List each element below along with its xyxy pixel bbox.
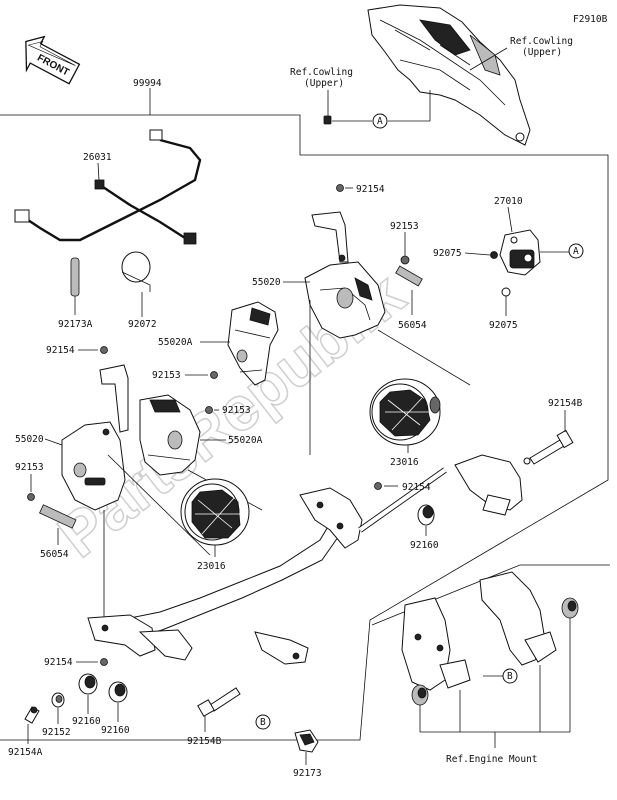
- callout-b-right-label: B: [507, 671, 513, 682]
- part-56054-left: 56054: [40, 549, 69, 560]
- switch-27010: [499, 229, 541, 276]
- part-92153-mid: 92153: [152, 370, 181, 381]
- cowling-upper: [367, 4, 531, 146]
- callout-b-right: [502, 668, 518, 684]
- housing-55020-top: [304, 261, 386, 339]
- part-92160-b: 92160: [101, 725, 130, 736]
- part-92154-bottom: 92154: [44, 657, 73, 668]
- wiring-harness: [14, 129, 202, 245]
- part-92154-top: 92154: [356, 184, 385, 195]
- part-92173: 92173: [293, 768, 322, 779]
- part-92173a: 92173A: [58, 319, 93, 330]
- bolt-92154a: [24, 706, 40, 724]
- part-56054-top: 56054: [398, 320, 427, 331]
- clamp-92173a: [70, 257, 80, 297]
- housing-55020a-mid: [139, 394, 201, 476]
- callout-a-right: [568, 243, 584, 259]
- kit-outline: [0, 114, 609, 741]
- collar-92160-b: [108, 681, 128, 703]
- callout-b-bottom: [255, 714, 271, 730]
- washer-92152: [51, 692, 65, 708]
- callout-b-bottom-label: B: [260, 717, 266, 728]
- front-arrow-icon: FRONT: [25, 35, 81, 85]
- figure-code: F2910B: [573, 14, 608, 25]
- part-92160-right: 92160: [410, 540, 439, 551]
- bracket-55020-left: [99, 364, 129, 433]
- part-55020-top: 55020: [252, 277, 281, 288]
- ref-cowling-upper-left-2: (Upper): [304, 78, 344, 89]
- pad-56054-top: [395, 265, 423, 287]
- part-92075-a: 92075: [433, 248, 462, 259]
- part-55020a-mid: 55020A: [228, 435, 263, 446]
- part-92153-top: 92153: [390, 221, 419, 232]
- crash-bar: [87, 454, 523, 665]
- bolt-92154b-bottom: [197, 687, 241, 717]
- callout-a-top-label: A: [377, 116, 383, 127]
- part-92152: 92152: [42, 727, 71, 738]
- part-99994: 99994: [133, 78, 162, 89]
- ref-cowling-upper-left-1: Ref.Cowling: [290, 67, 353, 78]
- bolt-92154b-right: [529, 429, 574, 465]
- part-23016-right: 23016: [390, 457, 419, 468]
- callout-a-top: [372, 113, 388, 129]
- part-92153-mid2: 92153: [222, 405, 251, 416]
- fog-lamp-23016-right: [369, 378, 441, 446]
- part-92072: 92072: [128, 319, 157, 330]
- pad-56054-left: [39, 504, 77, 529]
- ref-engine-mount: Ref.Engine Mount: [446, 754, 538, 765]
- engine-mount: [401, 571, 579, 706]
- part-55020a-top: 55020A: [158, 337, 193, 348]
- fog-lamp-23016-left: [180, 478, 250, 546]
- part-92154a: 92154A: [8, 747, 43, 758]
- ref-cowling-upper-right-2: (Upper): [522, 47, 562, 58]
- bracket-55020-top: [311, 211, 349, 263]
- part-92075-b: 92075: [489, 320, 518, 331]
- part-26031: 26031: [83, 152, 112, 163]
- part-23016-left: 23016: [197, 561, 226, 572]
- part-92154-mid: 92154: [402, 482, 431, 493]
- part-27010: 27010: [494, 196, 523, 207]
- callout-a-right-label: A: [573, 246, 579, 257]
- cap-92173: [294, 729, 319, 753]
- part-92154b-bottom: 92154B: [187, 736, 222, 747]
- housing-55020a-top: [227, 301, 279, 386]
- collar-92160-a: [78, 673, 98, 695]
- part-92154-left: 92154: [46, 345, 75, 356]
- collar-92160-right: [417, 504, 435, 526]
- part-92160-a: 92160: [72, 716, 101, 727]
- band-92072: [121, 251, 151, 292]
- ref-cowling-upper-right-1: Ref.Cowling: [510, 36, 573, 47]
- housing-55020-left: [61, 421, 126, 511]
- part-92154b-right: 92154B: [548, 398, 583, 409]
- part-55020-left: 55020: [15, 434, 44, 445]
- part-92153-left: 92153: [15, 462, 44, 473]
